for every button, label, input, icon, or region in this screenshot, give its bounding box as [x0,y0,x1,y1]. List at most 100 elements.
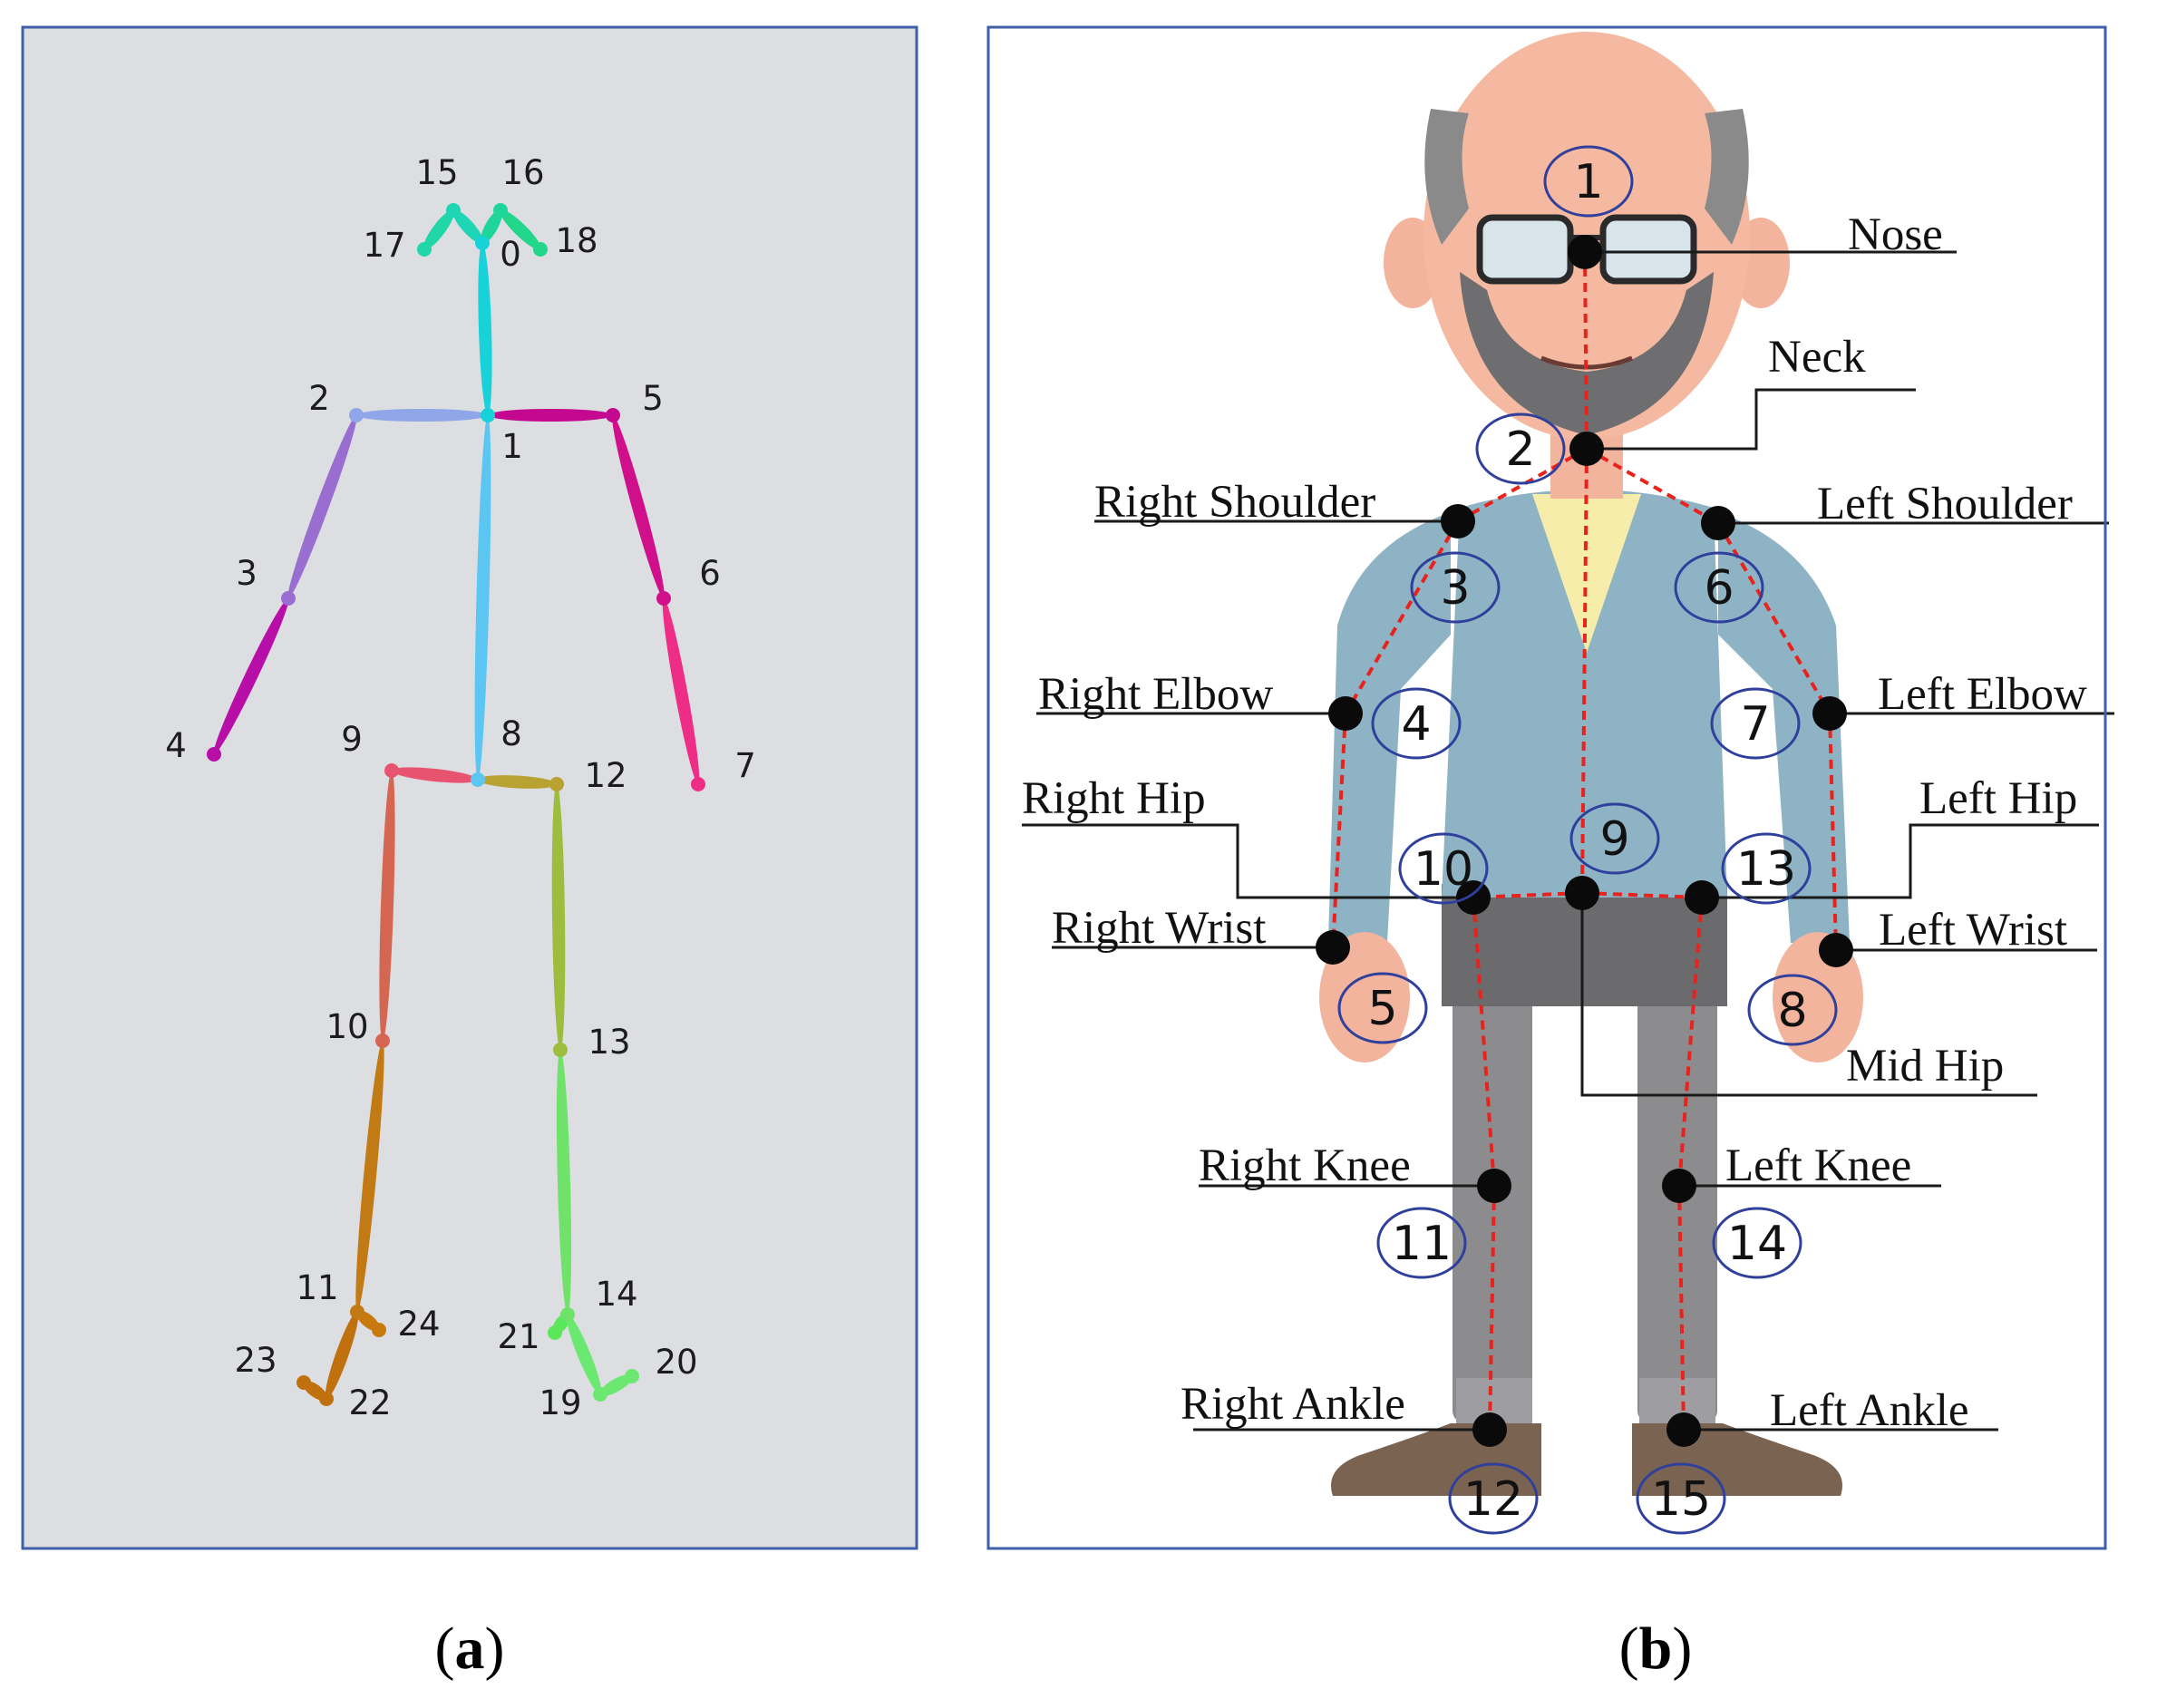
bone-12-13 [551,783,566,1051]
bone-0-1 [478,242,492,416]
label-rshoulder: Right Shoulder [1094,477,1375,528]
left-hair [1705,109,1749,245]
keypoint-label-1: 1 [501,427,523,466]
bone-nose-neck [1583,251,1589,450]
keypoint-label-24: 24 [397,1305,440,1344]
keypoint-label-7: 7 [734,746,756,785]
keypoint-label-23: 23 [234,1341,277,1380]
number-badge-lknee: 14 [1712,1207,1802,1279]
number-lwrist: 8 [1777,984,1807,1038]
bone-midhip-lhip [1581,891,1703,899]
bone-1-2 [356,409,488,422]
joint-13 [553,1043,568,1057]
number-badge-lwrist: 8 [1747,974,1838,1046]
bone-rknee-rankle [1488,1185,1496,1431]
bone-9-10 [379,770,395,1042]
leader-midhip [1580,893,2037,1097]
panel-a-frame [21,25,918,1550]
joint-lwrist [1819,933,1853,967]
joint-9 [384,763,399,778]
keypoint-label-6: 6 [699,554,721,593]
label-rknee: Right Knee [1199,1140,1411,1191]
bone-3-4 [213,597,289,755]
joint-17 [417,242,432,257]
leader-lhip [1702,823,2099,899]
bone-8-9 [391,767,479,783]
bone-relbow-rwrist [1331,713,1347,948]
joint-3 [281,591,296,606]
keypoint-label-2: 2 [308,379,330,418]
leader-rhip [1022,823,1473,899]
bone-lhip-lknee [1677,897,1704,1187]
number-badge-rhip: 10 [1398,832,1489,905]
label-rwrist: Right Wrist [1052,903,1266,954]
number-midhip: 9 [1599,812,1629,867]
label-lwrist: Left Wrist [1879,905,2067,956]
joint-7 [691,777,705,791]
joint-24 [372,1323,386,1337]
joint-18 [533,242,548,257]
number-badge-nose: 1 [1543,145,1634,218]
bone-rhip-rknee [1472,897,1496,1187]
bone-14-19 [566,1314,602,1395]
number-badge-lshoulder: 6 [1674,551,1764,624]
bone-15-17 [423,209,454,250]
torso-sweater [1442,490,1727,898]
bone-11-22 [325,1311,359,1400]
keypoint-label-16: 16 [501,153,544,192]
right-lens [1476,214,1574,285]
right-hair [1424,109,1469,245]
joint-15 [446,203,461,218]
left-leg [1637,988,1717,1423]
number-ring-rknee [1376,1207,1467,1279]
keypoint-label-5: 5 [642,379,664,418]
number-ring-rhip [1398,832,1489,905]
joint-22 [319,1392,334,1406]
joint-rknee [1477,1169,1511,1203]
bone-0-15 [452,209,483,244]
number-badge-lankle: 15 [1636,1462,1726,1535]
number-rknee: 11 [1392,1217,1452,1271]
number-ring-rankle [1448,1462,1539,1535]
panel-b-frame [986,25,2107,1550]
keypoint-label-13: 13 [588,1023,630,1062]
number-ring-nose [1543,145,1634,218]
number-ring-lshoulder [1674,551,1764,624]
number-relbow: 4 [1401,697,1431,752]
bone-1-5 [488,409,613,422]
number-badge-rwrist: 5 [1337,972,1428,1044]
bone-8-12 [477,775,558,789]
joint-23 [296,1375,311,1390]
joint-4 [207,747,221,762]
number-ring-midhip [1569,802,1660,875]
caption-a: (a) [435,1616,505,1682]
joint-6 [656,591,671,606]
label-lelbow: Left Elbow [1878,669,2087,720]
joint-rhip [1456,880,1491,915]
bone-1-8 [474,414,491,781]
panel-b-leader-lines [1022,250,2114,1431]
number-ring-lelbow [1710,687,1801,760]
label-midhip: Mid Hip [1846,1041,2004,1092]
keypoint-label-20: 20 [655,1343,697,1382]
label-lhip: Left Hip [1919,773,2077,824]
joint-lknee [1662,1169,1696,1203]
joint-8 [471,772,485,787]
number-lelbow: 7 [1740,697,1770,752]
number-lhip: 13 [1736,842,1796,897]
number-ring-lankle [1636,1462,1726,1535]
caption-b: (b) [1619,1616,1693,1682]
number-lankle: 15 [1651,1472,1711,1527]
number-badge-lhip: 13 [1721,832,1812,905]
keypoint-label-4: 4 [165,726,187,765]
keypoint-label-14: 14 [595,1275,637,1314]
number-badge-lelbow: 7 [1710,687,1801,760]
pants [1442,884,1727,1006]
label-lknee: Left Knee [1725,1140,1911,1191]
number-lshoulder: 6 [1704,561,1734,616]
number-badge-midhip: 9 [1569,802,1660,875]
keypoint-label-12: 12 [584,756,627,795]
